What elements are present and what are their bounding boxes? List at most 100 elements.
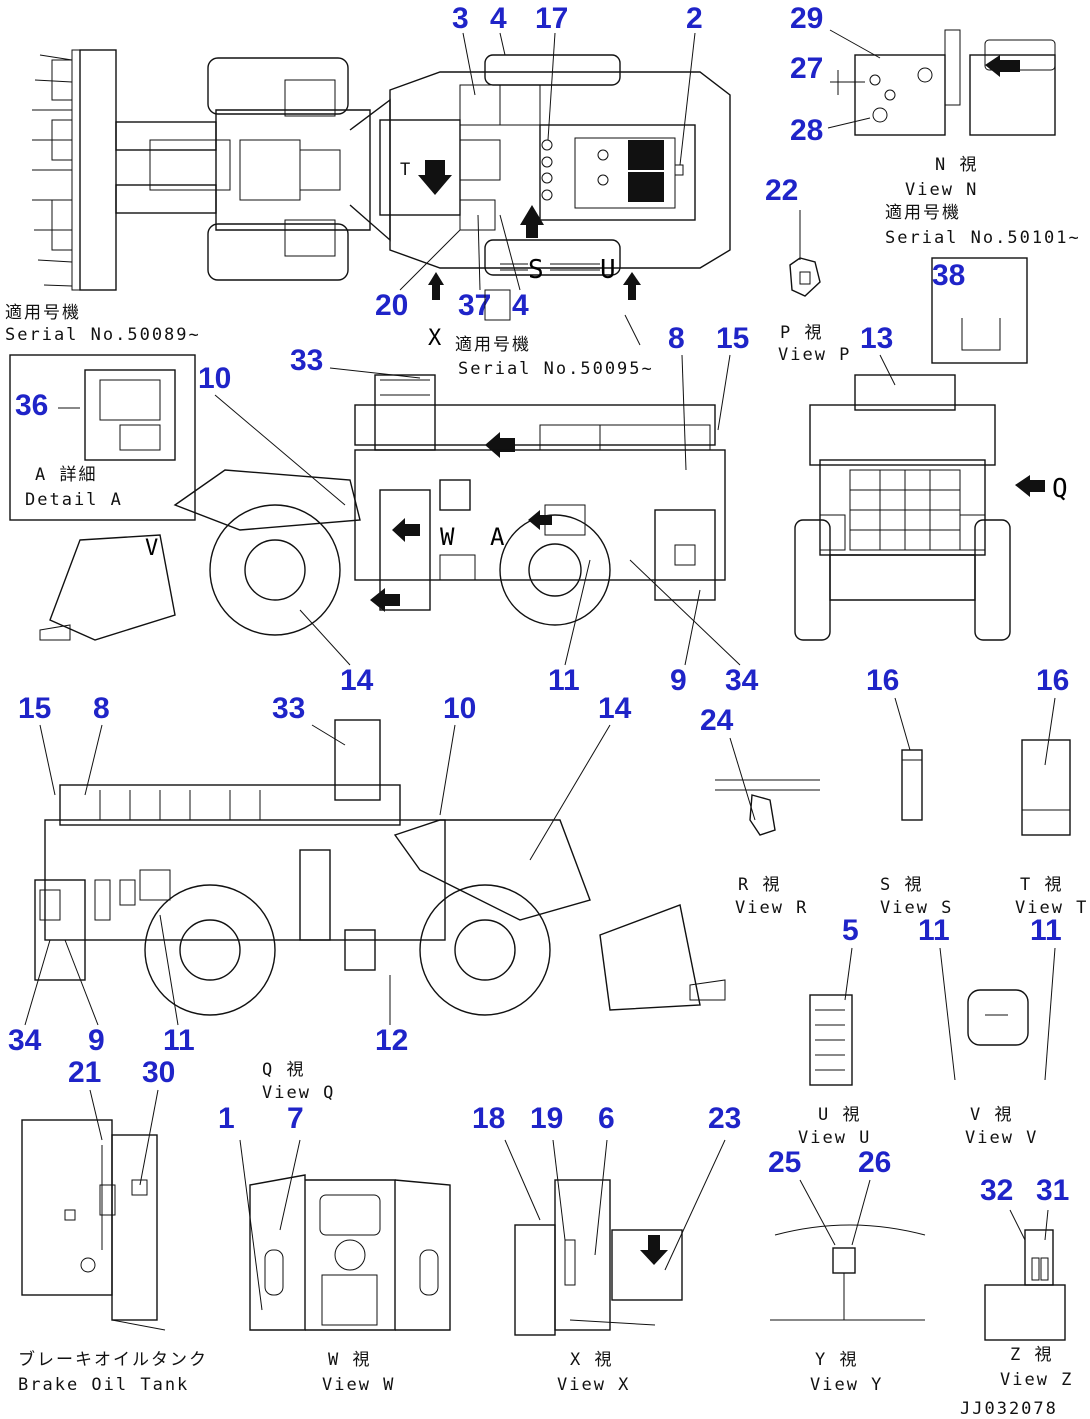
view-r-en: View R — [735, 898, 808, 918]
view-y-jp: Y 視 — [815, 1350, 858, 1370]
rear-view-q: 13 Q — [794, 322, 1068, 641]
view-r-jp: R 視 — [738, 875, 781, 895]
callout-19: 19 — [530, 1102, 563, 1135]
view-s-jp: S 視 — [880, 875, 923, 895]
callout-18: 18 — [472, 1102, 505, 1135]
top-callouts: 3 4 17 2 20 37 4 — [375, 2, 703, 322]
serial-note-top: 適用号機 Serial No.50089~ 適用号機 Serial No.500… — [5, 289, 654, 379]
letter-u: U — [600, 255, 616, 285]
callout-20: 20 — [375, 289, 408, 322]
callout-15a: 15 — [716, 322, 749, 355]
callout-16a: 16 — [866, 664, 899, 697]
letter-t: T — [400, 160, 412, 180]
view-u-jp: U 視 — [818, 1105, 861, 1125]
view-u: 5 U 視 View U — [798, 914, 871, 1148]
callout-2: 2 — [686, 2, 703, 35]
view-p-en: View P — [778, 345, 851, 365]
callout-1: 1 — [218, 1102, 235, 1135]
callout-9a: 9 — [670, 664, 687, 697]
callout-34a: 34 — [725, 664, 759, 697]
serial-top-jp: 適用号機 — [5, 303, 81, 323]
callout-11d: 11 — [163, 1024, 195, 1057]
callout-17: 17 — [535, 2, 568, 35]
callout-32: 32 — [980, 1174, 1013, 1207]
letter-s: S — [528, 255, 544, 285]
view-n-jp: N 視 — [935, 155, 978, 175]
callout-31: 31 — [1036, 1174, 1069, 1207]
callout-22: 22 — [765, 174, 798, 207]
view-x-en: View X — [557, 1375, 630, 1395]
callout-28: 28 — [790, 114, 823, 147]
view-u-en: View U — [798, 1128, 871, 1148]
callout-10b: 10 — [443, 692, 476, 725]
callout-23: 23 — [708, 1102, 741, 1135]
callout-38: 38 — [932, 259, 965, 292]
serial-mid-jp: 適用号機 — [455, 335, 531, 355]
brake-en: Brake Oil Tank — [18, 1375, 189, 1395]
callout-3: 3 — [452, 2, 469, 35]
view-v: 11 11 V 視 View V — [918, 914, 1062, 1148]
callout-13: 13 — [860, 322, 893, 355]
callout-4a: 4 — [490, 2, 507, 35]
callout-12: 12 — [375, 1024, 408, 1057]
view-t-en: View T — [1015, 898, 1088, 918]
callout-5: 5 — [842, 914, 859, 947]
letter-a: A — [490, 523, 505, 551]
view-p: 22 P 視 View P 38 — [765, 174, 1028, 365]
callout-27: 27 — [790, 52, 823, 85]
detail-a-en: Detail A — [25, 490, 123, 510]
view-t-jp: T 視 — [1020, 875, 1063, 895]
brake-oil-tank: 21 30 ブレーキオイルタンク Brake Oil Tank — [18, 1056, 208, 1395]
view-x-jp: X 視 — [570, 1350, 613, 1370]
serial-n-en: Serial No.50101~ — [885, 228, 1081, 248]
callout-14a: 14 — [340, 664, 374, 697]
callout-30: 30 — [142, 1056, 175, 1089]
view-t: 16 T 視 View T — [1015, 664, 1088, 918]
view-q-jp: Q 視 — [262, 1060, 305, 1080]
callout-24: 24 — [700, 704, 734, 737]
view-w-en: View W — [322, 1375, 395, 1395]
brake-jp: ブレーキオイルタンク — [18, 1349, 208, 1370]
view-y-en: View Y — [810, 1375, 883, 1395]
letter-w: W — [440, 523, 455, 551]
view-x: 18 19 6 23 X 視 View X — [472, 1102, 741, 1395]
callout-14b: 14 — [598, 692, 632, 725]
view-s-en: View S — [880, 898, 953, 918]
callout-8b: 8 — [93, 692, 110, 725]
callout-29: 29 — [790, 2, 823, 35]
callout-11a: 11 — [548, 664, 580, 697]
letter-v: V — [145, 536, 158, 561]
view-v-en: View V — [965, 1128, 1038, 1148]
callout-33b: 33 — [272, 692, 305, 725]
callout-21: 21 — [68, 1056, 101, 1089]
callout-10a: 10 — [198, 362, 231, 395]
view-q-label: Q 視 View Q — [262, 1060, 333, 1103]
view-y: 25 26 Y 視 View Y — [768, 1146, 926, 1395]
view-w: 1 7 W 視 View W — [218, 1102, 451, 1395]
callout-8a: 8 — [668, 322, 685, 355]
drawing-number: JJ032078 — [960, 1399, 1058, 1419]
serial-mid-en: Serial No.50095~ — [458, 359, 654, 379]
callout-33a: 33 — [290, 344, 323, 377]
view-v-jp: V 視 — [970, 1105, 1013, 1125]
callout-36: 36 — [15, 389, 48, 422]
callout-37: 37 — [458, 289, 491, 322]
callout-11b: 11 — [918, 914, 950, 947]
view-s: 16 S 視 View S — [866, 664, 953, 918]
callout-6: 6 — [598, 1102, 615, 1135]
view-n: 29 27 28 N 視 View N 適用号機 Serial No.50101… — [790, 2, 1081, 248]
view-p-jp: P 視 — [780, 323, 823, 343]
callout-16b: 16 — [1036, 664, 1069, 697]
detail-a-jp: A 詳細 — [35, 465, 97, 485]
view-z: 32 31 Z 視 View Z — [980, 1174, 1071, 1390]
callout-7: 7 — [287, 1102, 304, 1135]
view-z-jp: Z 視 — [1010, 1345, 1053, 1365]
callout-25: 25 — [768, 1146, 801, 1179]
callout-34b: 34 — [8, 1024, 42, 1057]
view-w-jp: W 視 — [328, 1350, 371, 1370]
view-r: 24 R 視 View R — [700, 704, 820, 918]
callout-15b: 15 — [18, 692, 51, 725]
letter-q: Q — [1052, 474, 1068, 504]
serial-top-en: Serial No.50089~ — [5, 325, 201, 345]
serial-n-jp: 適用号機 — [885, 203, 961, 223]
